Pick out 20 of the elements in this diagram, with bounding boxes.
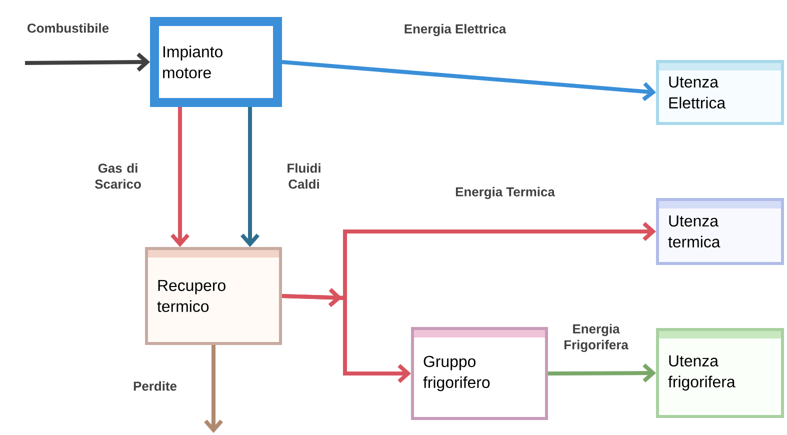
- process-box: Utenza termica: [656, 198, 784, 265]
- arrow: [25, 52, 150, 72]
- edge-label: Fluidi Caldi: [288, 163, 320, 189]
- arrow: [282, 60, 656, 102]
- edge-label: Energia Frigorifera: [564, 324, 628, 352]
- arrow: [240, 107, 260, 247]
- process-box: Utenza frigorifera: [656, 328, 784, 418]
- arrow: [548, 364, 656, 383]
- process-box: Recupero termico: [145, 247, 282, 345]
- edge-label: Perdite: [134, 381, 177, 391]
- process-box: Impianto motore: [150, 17, 282, 107]
- edge-label: Energia Elettrica: [404, 24, 506, 36]
- edge-label: Energia Termica: [456, 186, 555, 200]
- arrow: [204, 345, 223, 433]
- edge-label: Combustibile: [28, 23, 109, 33]
- edge-label: Gas di Scarico: [94, 163, 141, 189]
- process-box: Gruppo frigorifero: [411, 327, 548, 420]
- process-box: Utenza Elettrica: [656, 60, 784, 125]
- arrow: [170, 107, 190, 247]
- arrow: [282, 288, 411, 383]
